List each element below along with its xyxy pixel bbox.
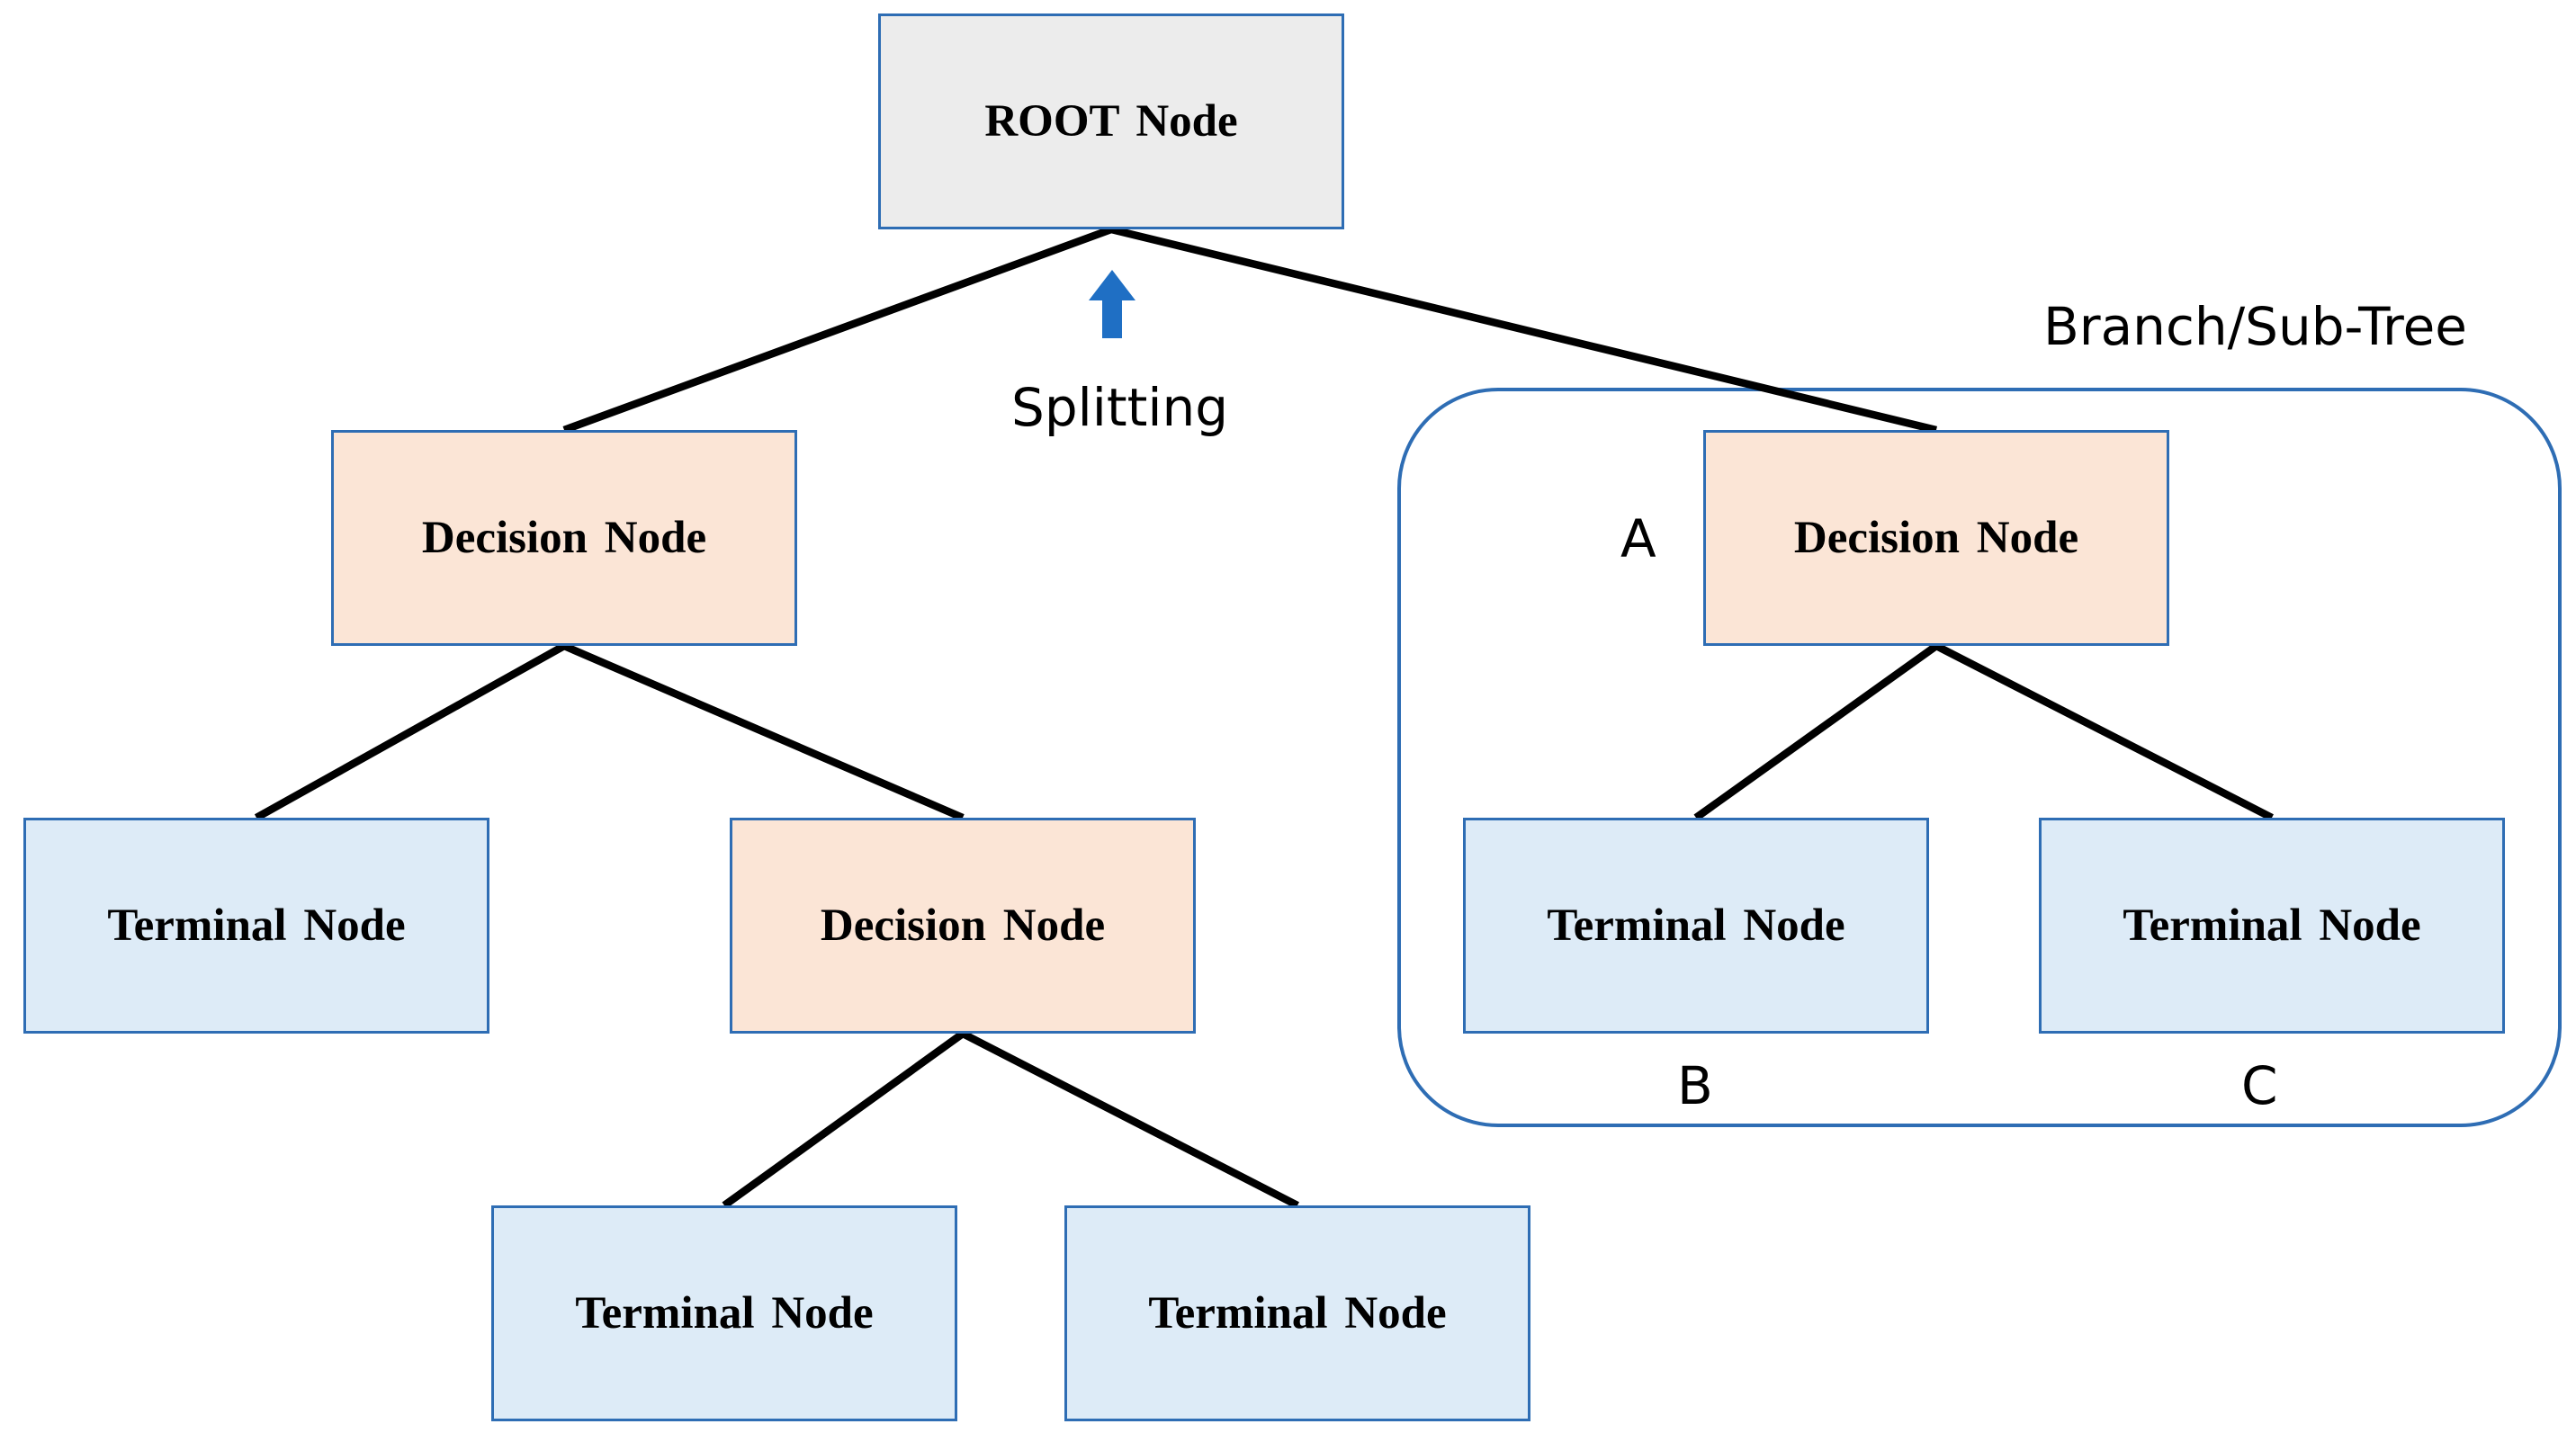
terminal-node: Terminal Node [491, 1205, 957, 1421]
branch-subtree-label: Branch/Sub-Tree [2043, 296, 2467, 357]
terminal-node-label: Terminal Node [1547, 900, 1845, 951]
label-a: A [1620, 508, 1656, 569]
subtree-boundary [1397, 388, 2562, 1127]
terminal-node-label: Terminal Node [2123, 900, 2421, 951]
splitting-arrow-icon [1089, 270, 1135, 338]
edge-decision-right-to-terminal-c [1934, 642, 2274, 821]
edge-root-to-decision-left [562, 226, 1113, 434]
edge-decision-left-to-terminal-left [254, 642, 567, 821]
decision-node-label: Decision Node [421, 513, 707, 563]
label-b: B [1677, 1055, 1713, 1116]
terminal-node-label: Terminal Node [107, 900, 406, 951]
terminal-node: Terminal Node [23, 818, 489, 1034]
terminal-node-c: Terminal Node [2039, 818, 2505, 1034]
terminal-node-label: Terminal Node [575, 1288, 874, 1339]
terminal-node-b: Terminal Node [1463, 818, 1929, 1034]
label-c: C [2241, 1055, 2278, 1116]
edges-group [254, 225, 2274, 1209]
terminal-node: Terminal Node [1064, 1205, 1530, 1421]
decision-node: Decision Node [730, 818, 1196, 1034]
decision-node-label: Decision Node [820, 900, 1106, 951]
decision-node-label: Decision Node [1793, 513, 2079, 563]
decision-node: Decision Node [331, 430, 797, 646]
splitting-label: Splitting [1011, 377, 1229, 438]
root-node: ROOT Node [878, 13, 1344, 229]
root-node-label: ROOT Node [984, 96, 1238, 147]
edge-decision-mid-to-terminal-bottom-right [961, 1030, 1299, 1209]
edge-decision-left-to-decision-mid [562, 642, 965, 821]
edge-decision-right-to-terminal-b [1693, 642, 1939, 821]
decision-node-a: Decision Node [1703, 430, 2169, 646]
edge-decision-mid-to-terminal-bottom-left [722, 1030, 965, 1209]
edge-root-to-decision-right [1109, 225, 1938, 434]
terminal-node-label: Terminal Node [1148, 1288, 1447, 1339]
